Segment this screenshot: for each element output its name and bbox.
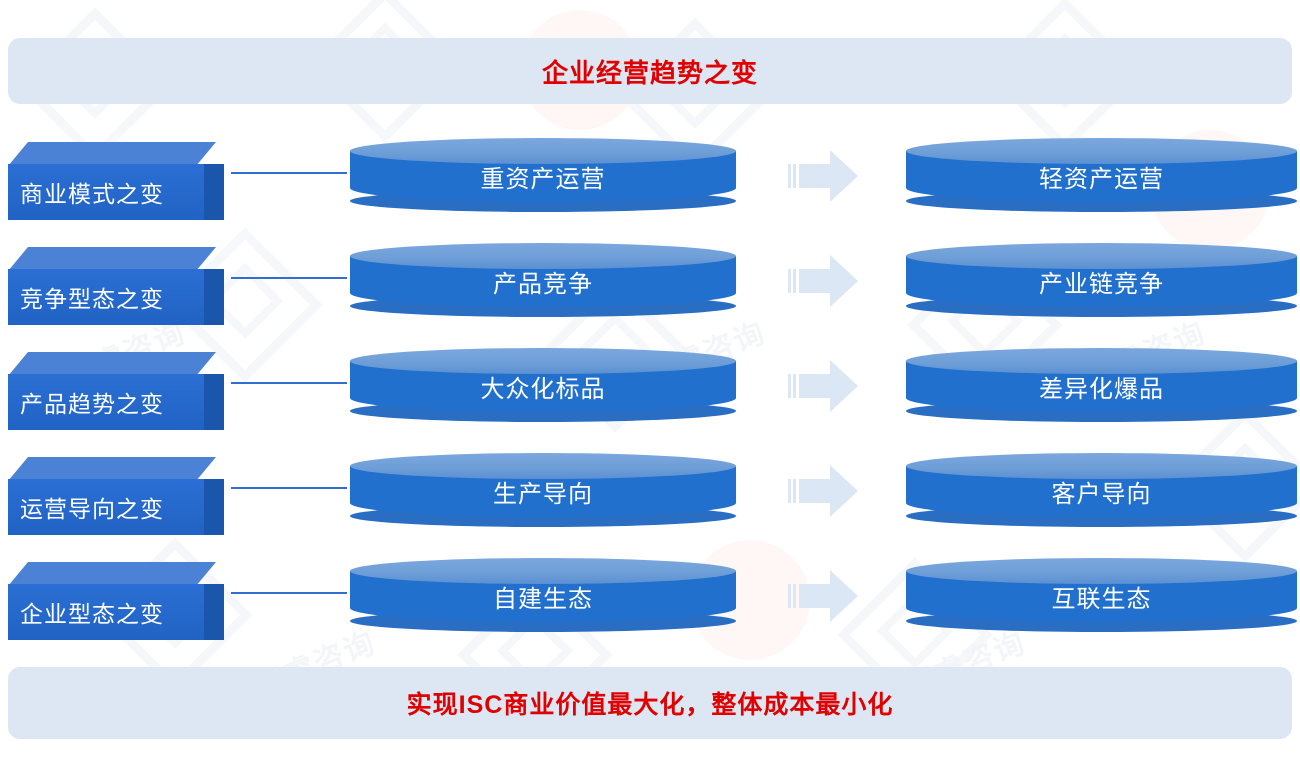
arrow-right-icon <box>788 360 858 412</box>
arrow-right-icon <box>788 570 858 622</box>
footer-title: 实现ISC商业价值最大化，整体成本最小化 <box>406 691 894 719</box>
cube-top-face <box>8 247 216 271</box>
arrow-right-icon <box>788 255 858 307</box>
from-state-label: 重资产运营 <box>480 166 606 193</box>
cube-top-face <box>8 562 216 586</box>
arrow-right-icon <box>788 150 858 202</box>
connector-line <box>231 172 347 174</box>
cube-top-face <box>8 457 216 481</box>
from-state-cylinder[interactable]: 重资产运营 <box>350 138 736 212</box>
to-state-label: 轻资产运营 <box>1039 166 1164 193</box>
from-state-label: 自建生态 <box>493 586 593 613</box>
cylinder-top <box>906 558 1297 584</box>
to-state-label: 产业链竞争 <box>1039 271 1164 298</box>
category-label: 商业模式之变 <box>20 181 164 207</box>
from-state-label: 大众化标品 <box>480 376 606 403</box>
page-title: 企业经营趋势之变 <box>541 57 758 88</box>
header-banner: 企业经营趋势之变 <box>8 38 1292 104</box>
connector-line <box>231 277 347 279</box>
to-state-cylinder[interactable]: 轻资产运营 <box>906 138 1297 212</box>
table-row: 产品趋势之变 大众化标品 差异化爆品 <box>0 338 1300 430</box>
cube-front-face: 竞争型态之变 <box>8 269 204 325</box>
cube-top-face <box>8 352 216 376</box>
to-state-label: 互联生态 <box>1051 586 1152 613</box>
from-state-label: 生产导向 <box>493 481 593 508</box>
cube-side-face <box>204 479 224 535</box>
category-box[interactable]: 企业型态之变 <box>8 562 224 640</box>
cylinder-top <box>350 453 736 479</box>
cube-front-face: 企业型态之变 <box>8 584 204 640</box>
connector-line <box>231 592 347 594</box>
cube-front-face: 产品趋势之变 <box>8 374 204 430</box>
arrow-right-icon <box>788 465 858 517</box>
table-row: 商业模式之变 重资产运营 轻资产运营 <box>0 128 1300 220</box>
category-box[interactable]: 产品趋势之变 <box>8 352 224 430</box>
to-state-cylinder[interactable]: 产业链竞争 <box>906 243 1297 317</box>
cube-front-face: 运营导向之变 <box>8 479 204 535</box>
to-state-cylinder[interactable]: 差异化爆品 <box>906 348 1297 422</box>
cylinder-top <box>350 138 736 164</box>
from-state-cylinder[interactable]: 产品竞争 <box>350 243 736 317</box>
from-state-cylinder[interactable]: 自建生态 <box>350 558 736 632</box>
to-state-cylinder[interactable]: 客户导向 <box>906 453 1297 527</box>
table-row: 竞争型态之变 产品竞争 产业链竞争 <box>0 233 1300 325</box>
category-label: 企业型态之变 <box>20 601 164 627</box>
cylinder-top <box>350 348 736 374</box>
category-box[interactable]: 商业模式之变 <box>8 142 224 220</box>
table-row: 企业型态之变 自建生态 互联生态 <box>0 548 1300 640</box>
category-label: 竞争型态之变 <box>20 286 164 312</box>
cylinder-top <box>906 348 1297 374</box>
cylinder-top <box>350 243 736 269</box>
cylinder-top <box>350 558 736 584</box>
connector-line <box>231 487 347 489</box>
cylinder-top <box>906 453 1297 479</box>
cube-side-face <box>204 269 224 325</box>
from-state-cylinder[interactable]: 大众化标品 <box>350 348 736 422</box>
footer-banner: 实现ISC商业价值最大化，整体成本最小化 <box>8 667 1292 739</box>
cube-side-face <box>204 374 224 430</box>
category-label: 产品趋势之变 <box>20 391 164 417</box>
category-box[interactable]: 竞争型态之变 <box>8 247 224 325</box>
cube-side-face <box>204 584 224 640</box>
from-state-cylinder[interactable]: 生产导向 <box>350 453 736 527</box>
from-state-label: 产品竞争 <box>493 271 593 298</box>
cube-front-face: 商业模式之变 <box>8 164 204 220</box>
to-state-label: 客户导向 <box>1051 481 1152 508</box>
cube-side-face <box>204 164 224 220</box>
connector-line <box>231 382 347 384</box>
table-row: 运营导向之变 生产导向 客户导向 <box>0 443 1300 535</box>
category-label: 运营导向之变 <box>20 496 164 522</box>
cube-top-face <box>8 142 216 166</box>
to-state-cylinder[interactable]: 互联生态 <box>906 558 1297 632</box>
category-box[interactable]: 运营导向之变 <box>8 457 224 535</box>
to-state-label: 差异化爆品 <box>1039 376 1164 403</box>
